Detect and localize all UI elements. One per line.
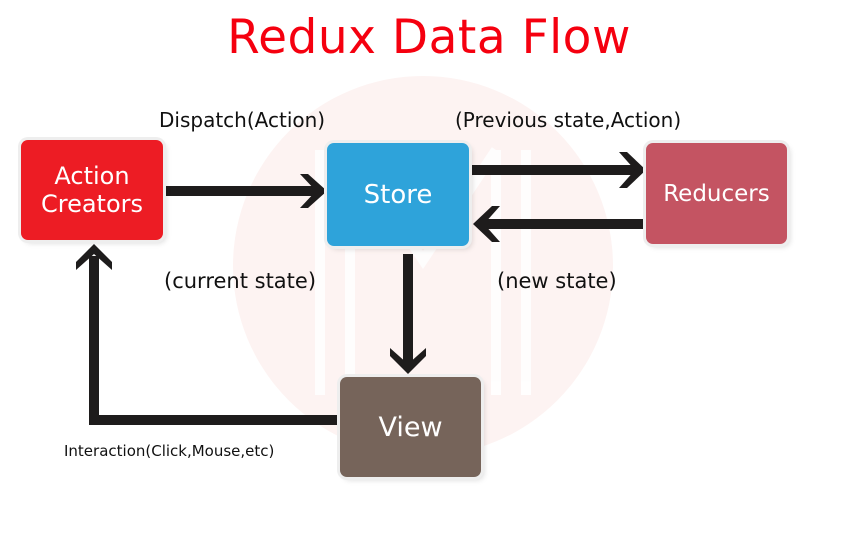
current-state-arrowhead-icon <box>390 348 426 374</box>
interaction-arrow-vertical <box>89 256 99 425</box>
previous-state-arrow-line <box>472 165 635 175</box>
current-state-arrow-line <box>403 254 413 364</box>
dispatch-arrowhead-icon <box>300 174 327 208</box>
store-label: Store <box>363 179 433 210</box>
previous-state-label: (Previous state,Action) <box>455 108 682 132</box>
action-creators-label-line2: Creators <box>40 190 144 218</box>
dispatch-label: Dispatch(Action) <box>159 108 326 132</box>
new-state-arrow-line <box>484 219 646 229</box>
new-state-arrowhead-icon <box>473 206 500 242</box>
interaction-arrowhead-icon <box>76 244 112 270</box>
action-creators-node: Action Creators <box>21 140 163 240</box>
current-state-label: (current state) <box>164 269 317 293</box>
interaction-arrow-horizontal <box>89 415 340 425</box>
view-label: View <box>378 411 443 443</box>
reducers-node: Reducers <box>646 143 787 244</box>
view-node: View <box>340 377 481 477</box>
action-creators-label-line1: Action <box>54 162 130 190</box>
new-state-label: (new state) <box>497 269 617 293</box>
interaction-label: Interaction(Click,Mouse,etc) <box>64 442 275 460</box>
diagram-title: Redux Data Flow <box>227 10 631 65</box>
dispatch-arrow-line <box>166 186 316 196</box>
reducers-label: Reducers <box>663 180 770 207</box>
previous-state-arrowhead-icon <box>619 152 646 188</box>
store-node: Store <box>327 143 469 246</box>
